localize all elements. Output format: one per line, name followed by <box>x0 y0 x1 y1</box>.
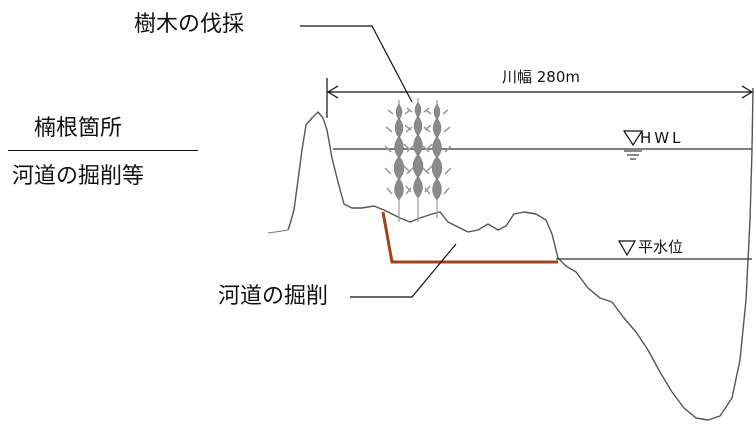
terrain-profile <box>287 87 754 421</box>
site-title: 楠根箇所 <box>34 116 123 141</box>
excavation-line <box>381 211 558 264</box>
width-arrow-right-icon <box>741 85 754 99</box>
tree-icon <box>384 100 414 222</box>
tree-icon <box>422 100 452 218</box>
hwl-label: HWL <box>640 129 684 147</box>
site-subtitle: 河道の掘削等 <box>12 164 145 189</box>
tree-felling-leader-line <box>300 25 413 103</box>
tree-icon <box>403 98 433 222</box>
normal-water-level-label: 平水位 <box>638 238 684 256</box>
excavation-callout: 河道の掘削 <box>218 284 329 309</box>
river-width-label: 川幅 280m <box>502 68 581 86</box>
normal-water-level-marker-icon <box>617 240 637 257</box>
excavation-leader-line <box>350 243 457 298</box>
title-divider <box>8 150 198 151</box>
width-arrow-left-icon <box>326 85 339 99</box>
hwl-marker-icon <box>622 130 644 147</box>
tree-felling-callout: 樹木の伐採 <box>134 12 245 37</box>
terrain-left-edge <box>267 229 289 234</box>
